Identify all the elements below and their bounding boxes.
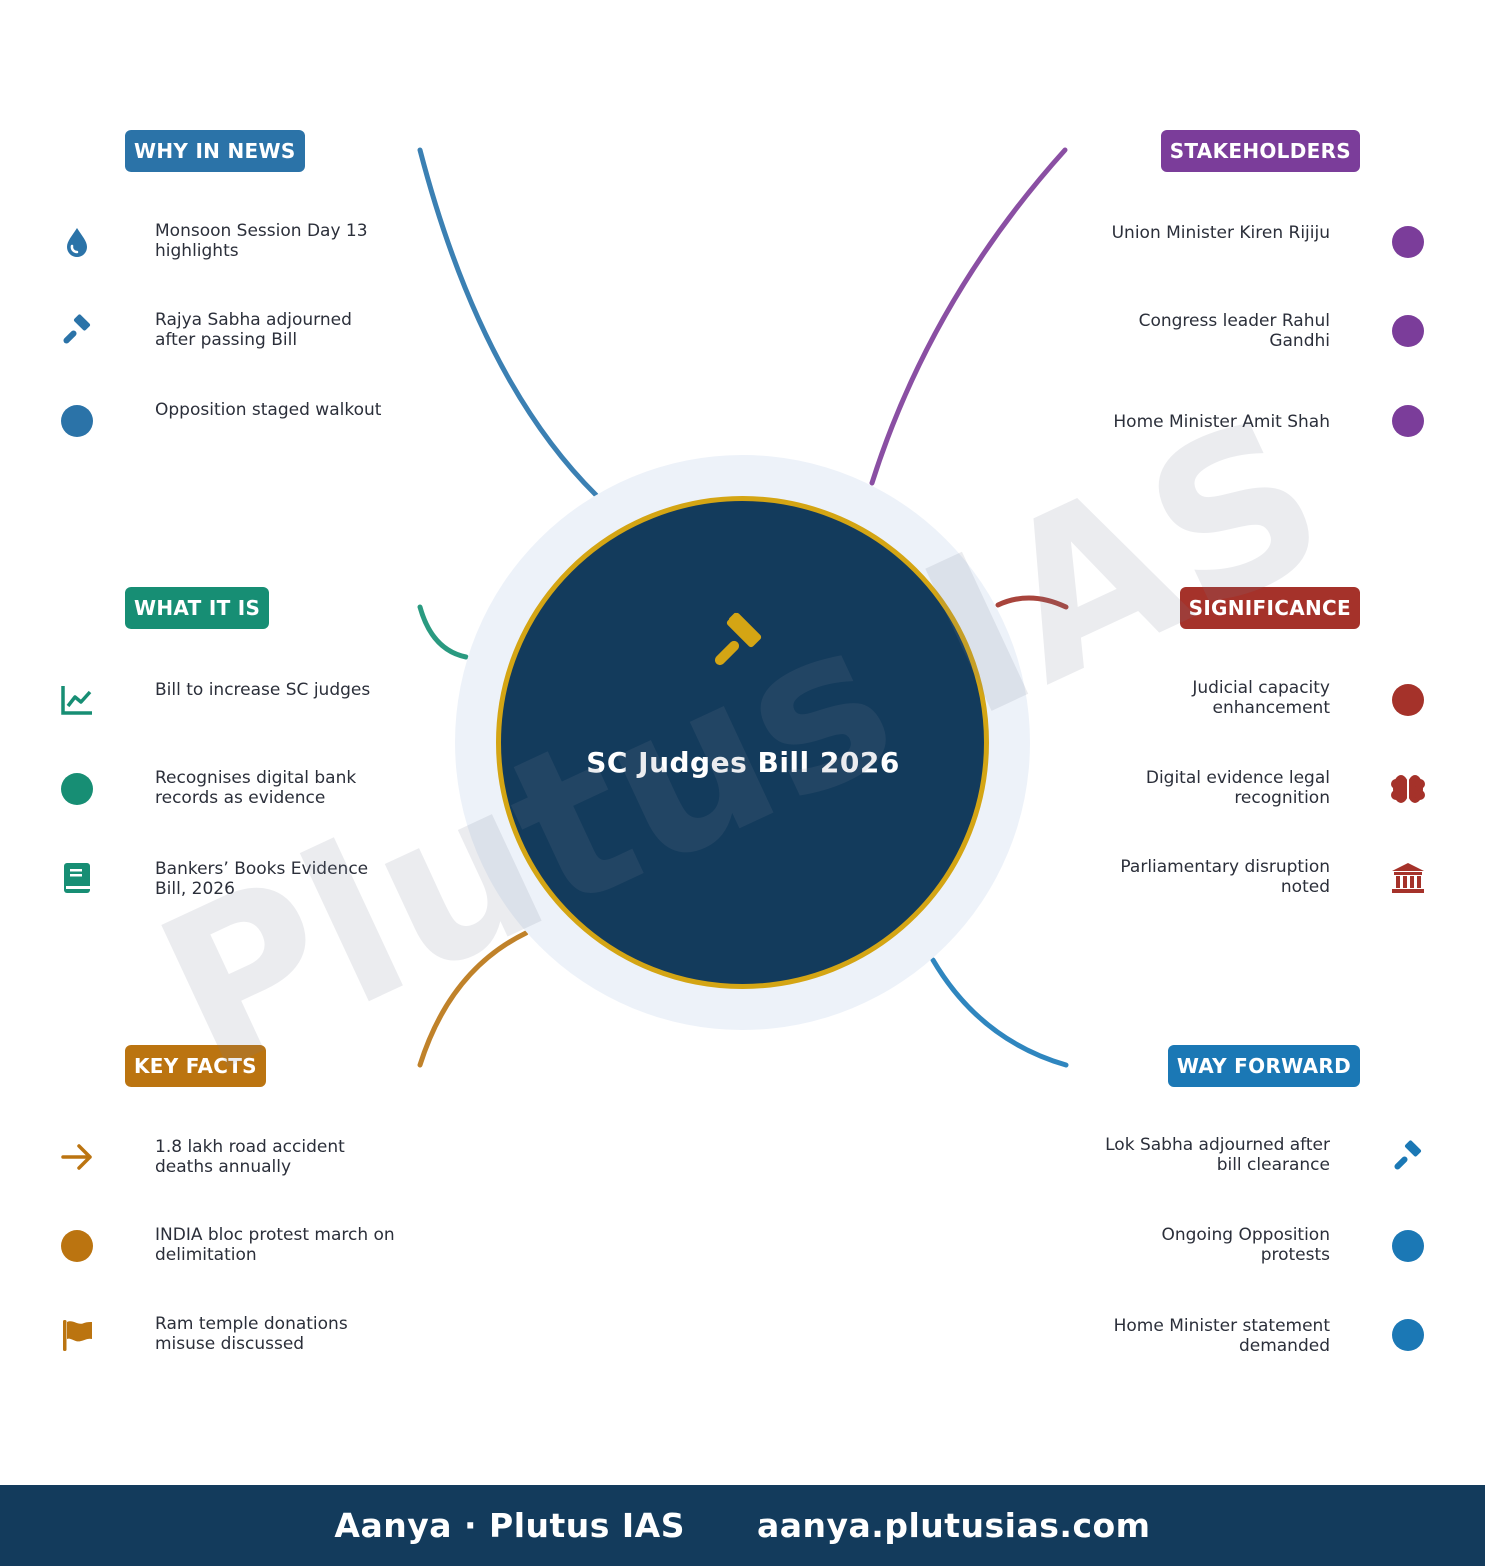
list-item: Home Minister Amit Shah xyxy=(1113,412,1330,432)
badge-significance: SIGNIFICANCE xyxy=(1179,587,1360,629)
gavel-icon xyxy=(1391,1140,1425,1174)
brain-icon xyxy=(1391,772,1425,806)
list-item: Digital evidence legal recognition xyxy=(1145,768,1330,808)
list-item: Union Minister Kiren Rijiju xyxy=(1111,223,1330,243)
list-item: Ram temple donations misuse discussed xyxy=(155,1314,348,1354)
list-item: Recognises digital bank records as evide… xyxy=(155,768,357,808)
dot-icon xyxy=(60,1229,94,1263)
connector-what-it-is xyxy=(417,604,469,660)
footer-bar: Aanya · Plutus IAS aanya.plutusias.com xyxy=(0,1485,1485,1566)
line-chart-icon xyxy=(60,683,94,717)
list-item: Home Minister statement demanded xyxy=(1113,1316,1330,1356)
list-item: Bankers’ Books Evidence Bill, 2026 xyxy=(155,859,369,899)
badge-way-forward: WAY FORWARD xyxy=(1167,1045,1360,1087)
connector-key-facts xyxy=(417,930,529,1068)
connector-why-in-news xyxy=(417,147,599,498)
connector-way-forward xyxy=(930,957,1069,1068)
badge-why-in-news: WHY IN NEWS xyxy=(125,130,305,172)
footer-brand: Aanya · Plutus IAS xyxy=(334,1506,685,1545)
list-item: Lok Sabha adjourned after bill clearance xyxy=(1105,1135,1330,1175)
dot-icon xyxy=(1391,683,1425,717)
badge-what-it-is: WHAT IT IS xyxy=(125,587,270,629)
list-item: INDIA bloc protest march on delimitation xyxy=(155,1225,395,1265)
dot-icon xyxy=(60,772,94,806)
dot-icon xyxy=(1391,225,1425,259)
list-item: Parliamentary disruption noted xyxy=(1120,857,1330,897)
badge-key-facts: KEY FACTS xyxy=(125,1045,266,1087)
central-hub xyxy=(496,496,989,989)
connector-significance xyxy=(995,595,1069,610)
dot-icon xyxy=(1391,314,1425,348)
institution-icon xyxy=(1391,861,1425,895)
drop-icon xyxy=(60,225,94,259)
list-item: Congress leader Rahul Gandhi xyxy=(1138,311,1330,351)
badge-stakeholders: STAKEHOLDERS xyxy=(1160,130,1360,172)
gavel-icon xyxy=(60,314,94,348)
dot-icon xyxy=(60,404,94,438)
connector-stakeholders xyxy=(869,147,1068,486)
list-item: Opposition staged walkout xyxy=(155,400,382,420)
list-item: Judicial capacity enhancement xyxy=(1192,678,1330,718)
gavel-icon xyxy=(708,606,776,674)
book-icon xyxy=(60,861,94,895)
list-item: 1.8 lakh road accident deaths annually xyxy=(155,1137,345,1177)
dot-icon xyxy=(1391,1229,1425,1263)
dot-icon xyxy=(1391,1318,1425,1352)
flag-icon xyxy=(60,1318,94,1352)
list-item: Ongoing Opposition protests xyxy=(1161,1225,1330,1265)
arrow-right-icon xyxy=(60,1140,94,1174)
list-item: Monsoon Session Day 13 highlights xyxy=(155,221,368,261)
list-item: Bill to increase SC judges xyxy=(155,680,371,700)
center-title: SC Judges Bill 2026 xyxy=(586,746,900,779)
dot-icon xyxy=(1391,404,1425,438)
list-item: Rajya Sabha adjourned after passing Bill xyxy=(155,310,352,350)
footer-website: aanya.plutusias.com xyxy=(757,1506,1151,1545)
